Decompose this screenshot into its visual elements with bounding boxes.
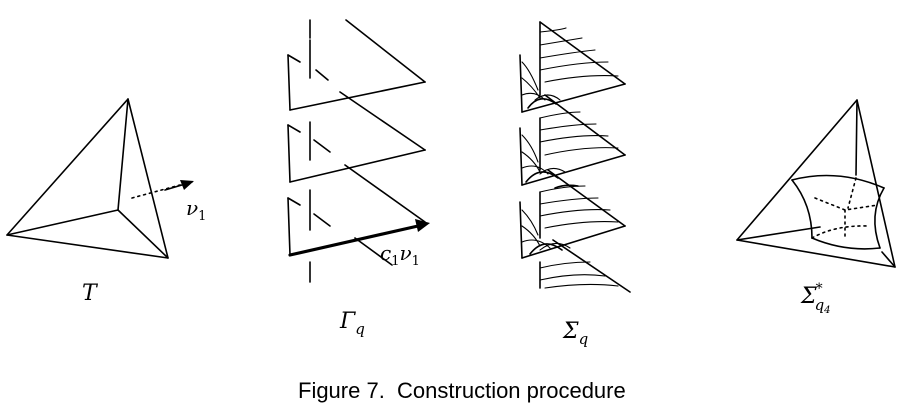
label-Gamma-q: Γq (339, 309, 365, 338)
label-T: T (82, 281, 99, 306)
c1nu1-label: c1ν1 (380, 241, 420, 269)
tetrahedron-T: ν1 T (6, 98, 206, 306)
arrow-head-nu1 (180, 180, 194, 190)
figure-caption: Figure 7. Construction procedure (298, 378, 626, 403)
label-Sigma-q: Σq (562, 319, 588, 348)
planes-Gamma-q: c1ν1 Γq (287, 19, 430, 338)
surface-Sigma-star-q4: Σ*q4 (736, 99, 896, 316)
surfaces-Sigma-q: Σq (519, 21, 631, 348)
arrow-head-c1nu1 (415, 219, 430, 232)
label-Sigma-star-q4: Σ*q4 (800, 281, 831, 316)
nu1-label: ν1 (186, 196, 206, 224)
